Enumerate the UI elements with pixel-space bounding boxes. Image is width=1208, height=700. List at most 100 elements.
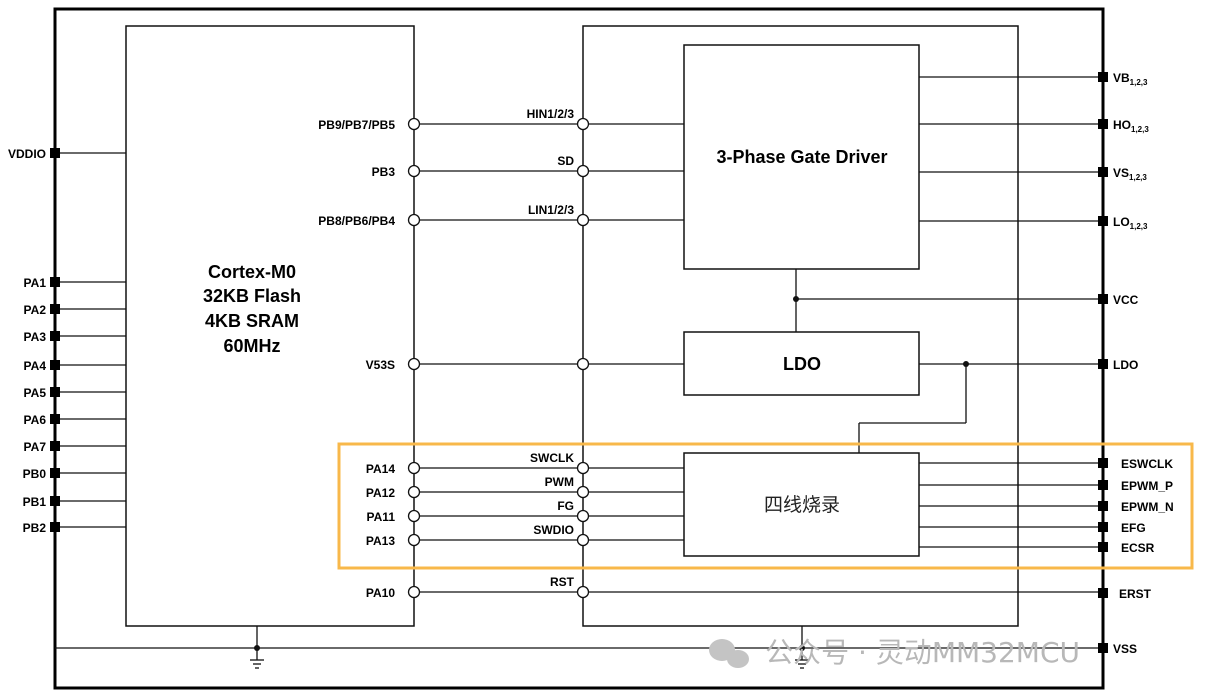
mcu-pin-circle bbox=[407, 585, 421, 599]
ldo-label: LDO bbox=[783, 354, 821, 374]
right-pin-name: VB bbox=[1113, 71, 1130, 85]
right-pin-name: EPWM_P bbox=[1121, 479, 1173, 493]
right-pin-name: LDO bbox=[1113, 358, 1138, 372]
pin-pad bbox=[50, 304, 60, 314]
left-pin-label: PA2 bbox=[24, 303, 47, 317]
ldo-block bbox=[683, 331, 920, 396]
mcu-pin-label: PA12 bbox=[366, 486, 395, 500]
right-pin-name: ECSR bbox=[1121, 541, 1155, 555]
right-pin-label: EPWM_P bbox=[1121, 479, 1173, 493]
mcu-block bbox=[125, 25, 415, 627]
mcu-pin-circle bbox=[407, 461, 421, 475]
right-pin-name: ERST bbox=[1119, 587, 1152, 601]
right-pin-name: VCC bbox=[1113, 293, 1139, 307]
left-pin-label: PA5 bbox=[24, 386, 47, 400]
mcu-pin-label: PA13 bbox=[366, 534, 395, 548]
programmer-block bbox=[683, 452, 920, 557]
left-pin-label: PA7 bbox=[24, 440, 47, 454]
mcu-pin-label: PB9/PB7/PB5 bbox=[318, 118, 395, 132]
driver-pin-circle bbox=[576, 509, 590, 523]
left-pin-label: PB2 bbox=[23, 521, 47, 535]
wechat-icon bbox=[709, 639, 749, 668]
mcu-pin-label: PB8/PB6/PB4 bbox=[318, 214, 395, 228]
mcu-pin-circle bbox=[407, 164, 421, 178]
left-pin-label: PA1 bbox=[24, 276, 47, 290]
driver-pin-circle bbox=[576, 213, 590, 227]
left-pin-label: VDDIO bbox=[8, 147, 46, 161]
pin-pad bbox=[1098, 359, 1108, 369]
pin-pad bbox=[1098, 72, 1108, 82]
driver-pin-circle bbox=[576, 164, 590, 178]
gate-driver-label: 3-Phase Gate Driver bbox=[716, 147, 887, 167]
left-pin-label: PA4 bbox=[24, 359, 47, 373]
right-pin-label: LDO bbox=[1113, 358, 1138, 372]
right-pin-label: VS1,2,3 bbox=[1113, 166, 1147, 182]
driver-input-label: LIN1/2/3 bbox=[528, 203, 574, 217]
pin-pad bbox=[50, 496, 60, 506]
pin-pad bbox=[1098, 294, 1108, 304]
pin-pad bbox=[1098, 216, 1108, 226]
mcu-pin-label: PA14 bbox=[366, 462, 395, 476]
right-pin-label: VSS bbox=[1113, 642, 1137, 656]
pin-pad bbox=[1098, 522, 1108, 532]
gate-driver-block bbox=[683, 44, 920, 270]
driver-input-label: HIN1/2/3 bbox=[527, 107, 575, 121]
pin-pad bbox=[1098, 119, 1108, 129]
pin-pad bbox=[50, 331, 60, 341]
pin-pad bbox=[50, 441, 60, 451]
right-pin-name: HO bbox=[1113, 118, 1131, 132]
pin-pad bbox=[1098, 588, 1108, 598]
pin-pad bbox=[1098, 167, 1108, 177]
driver-pin-circle bbox=[576, 461, 590, 475]
driver-pin-circle bbox=[576, 117, 590, 131]
right-pin-subscript: 1,2,3 bbox=[1131, 125, 1149, 134]
driver-pin-circle bbox=[576, 357, 590, 371]
mcu-line-3: 4KB SRAM bbox=[205, 311, 299, 331]
driver-pin-circle bbox=[576, 485, 590, 499]
right-pin-label: LO1,2,3 bbox=[1113, 215, 1148, 231]
right-pin-subscript: 1,2,3 bbox=[1130, 222, 1148, 231]
right-pin-name: EPWM_N bbox=[1121, 500, 1174, 514]
driver-input-label: SD bbox=[557, 154, 574, 168]
driver-pin-circle bbox=[576, 585, 590, 599]
mcu-pin-circle bbox=[407, 213, 421, 227]
pin-pad bbox=[1098, 542, 1108, 552]
swd-highlight-box bbox=[337, 442, 1194, 570]
driver-pin-circle bbox=[576, 533, 590, 547]
wires bbox=[55, 76, 1103, 669]
driver-input-label: SWDIO bbox=[533, 523, 574, 537]
right-pin-label: ERST bbox=[1119, 587, 1152, 601]
right-pin-label: EFG bbox=[1121, 521, 1146, 535]
right-pin-label: VCC bbox=[1113, 293, 1139, 307]
junction-dot bbox=[254, 645, 260, 651]
right-pin-name: LO bbox=[1113, 215, 1130, 229]
right-pin-subscript: 1,2,3 bbox=[1130, 78, 1148, 87]
mcu-pin-circle bbox=[407, 509, 421, 523]
mcu-pin-label: PA10 bbox=[366, 586, 395, 600]
driver-input-label: PWM bbox=[545, 475, 574, 489]
junction-dot bbox=[799, 645, 805, 651]
driver-input-label: FG bbox=[557, 499, 574, 513]
pin-pad bbox=[1098, 480, 1108, 490]
pin-pad bbox=[50, 148, 60, 158]
mcu-pin-label: PA11 bbox=[367, 510, 396, 524]
pins: VDDIOPA1PA2PA3PA4PA5PA6PA7PB0PB1PB2PB9/P… bbox=[8, 71, 1174, 656]
pin-pad bbox=[1098, 501, 1108, 511]
mcu-pin-circle bbox=[407, 117, 421, 131]
left-pin-label: PB0 bbox=[23, 467, 47, 481]
driver-input-label: SWCLK bbox=[530, 451, 574, 465]
driver-input-label: RST bbox=[550, 575, 575, 589]
right-pin-name: EFG bbox=[1121, 521, 1146, 535]
mcu-line-4: 60MHz bbox=[223, 336, 280, 356]
pin-pad bbox=[50, 468, 60, 478]
right-pin-subscript: 1,2,3 bbox=[1129, 173, 1147, 182]
chip-outline bbox=[53, 7, 1105, 690]
right-pin-label: HO1,2,3 bbox=[1113, 118, 1149, 134]
pin-pad bbox=[50, 387, 60, 397]
pin-pad bbox=[50, 360, 60, 370]
pin-pad bbox=[50, 522, 60, 532]
right-pin-label: ESWCLK bbox=[1121, 457, 1173, 471]
right-pin-name: ESWCLK bbox=[1121, 457, 1173, 471]
right-pin-label: EPWM_N bbox=[1121, 500, 1174, 514]
